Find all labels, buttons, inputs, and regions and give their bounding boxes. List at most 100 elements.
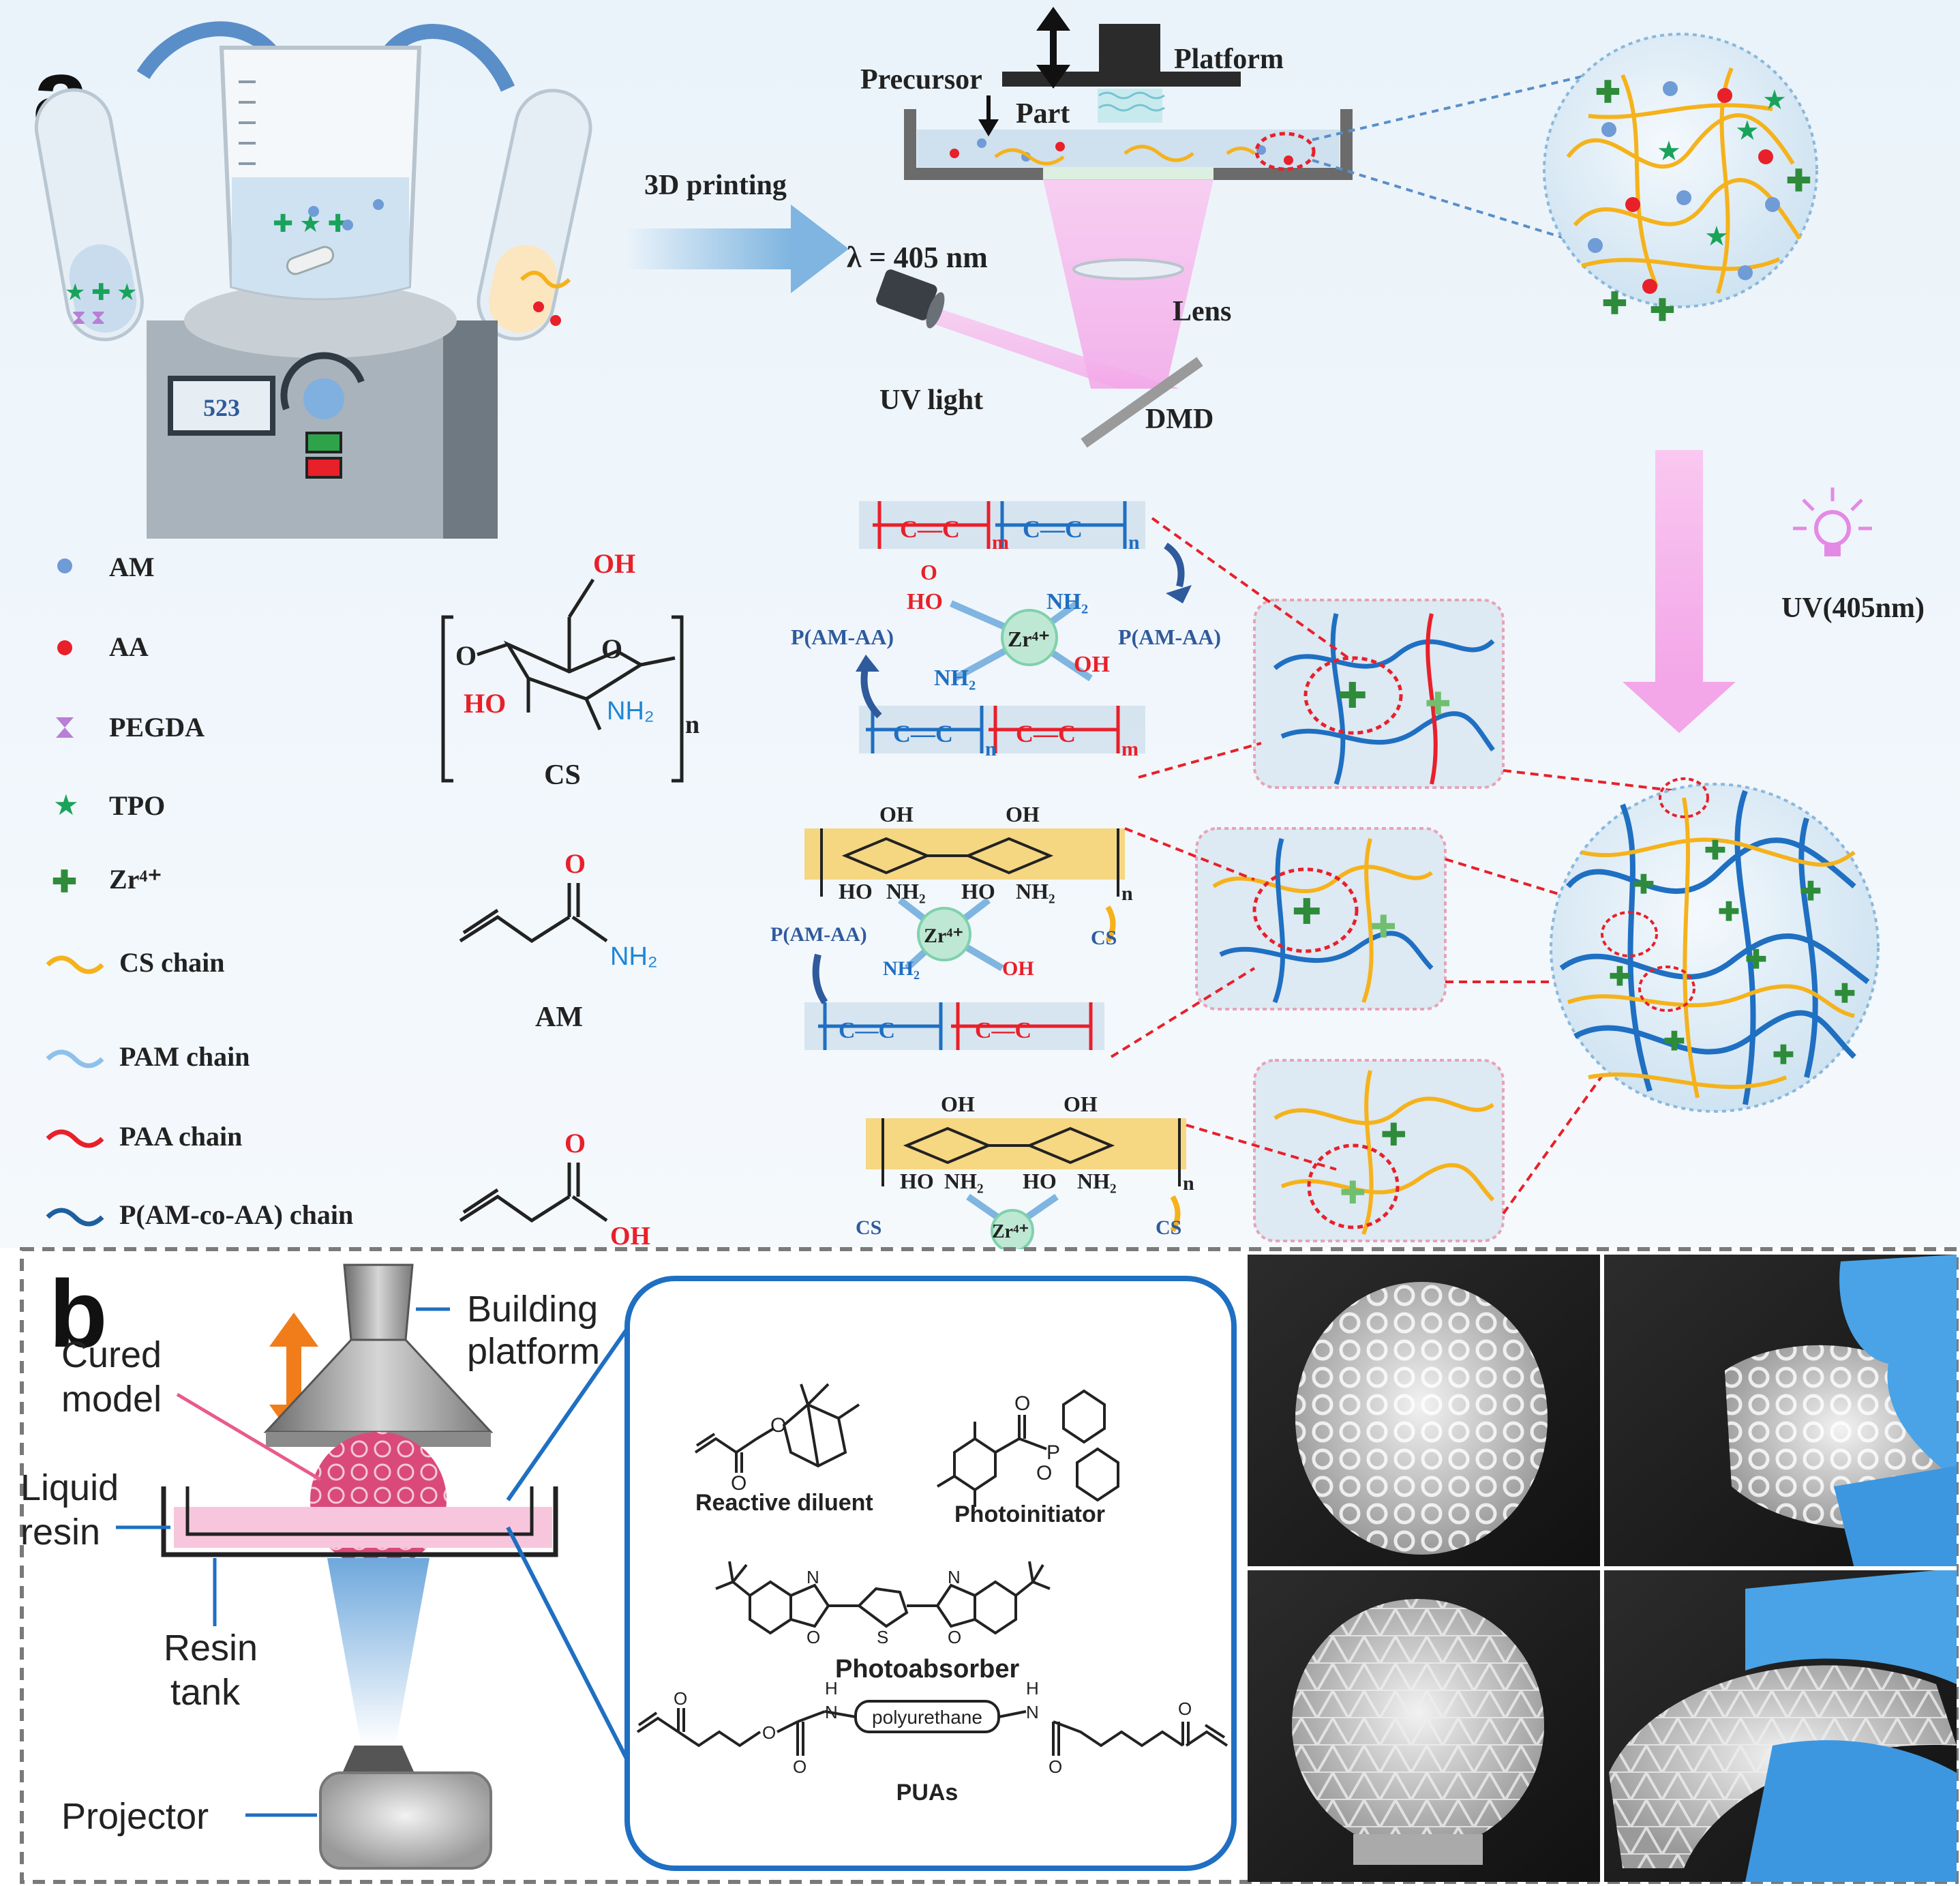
svg-text:★: ★ xyxy=(1762,85,1787,115)
legend-marker-zr: ✚ xyxy=(52,865,77,899)
mech1-cc-top-right: C—C xyxy=(1023,515,1083,543)
legend-label: PAM chain xyxy=(119,1041,250,1072)
label-reactive-diluent: Reactive diluent xyxy=(695,1490,873,1516)
mech3-nh2-left: NH₂ xyxy=(944,1169,984,1193)
printing-arrow-body xyxy=(627,228,791,269)
mech3-ho-left: HO xyxy=(900,1169,934,1193)
legend-label: PEGDA xyxy=(109,712,205,743)
am-name: AM xyxy=(535,1002,583,1033)
mech3-oh-right: OH xyxy=(1064,1092,1098,1116)
building-platform xyxy=(263,1263,494,1447)
pa-n-right: N xyxy=(948,1567,961,1587)
legend-label: AA xyxy=(109,631,149,662)
svg-text:★ ✚ ★: ★ ✚ ★ xyxy=(65,280,137,305)
label-tank: tank xyxy=(170,1672,241,1713)
photo-grid xyxy=(1248,1255,1957,1882)
mech3-n: n xyxy=(1183,1172,1194,1195)
printer-schematic xyxy=(876,7,1589,448)
svg-text:★: ★ xyxy=(1704,221,1729,252)
uv-arrow-head xyxy=(1623,682,1736,733)
label-uv-light: UV light xyxy=(879,385,983,416)
pa-o-right: O xyxy=(948,1627,961,1647)
pour-arrow-left xyxy=(136,21,283,80)
callout-line-bottom xyxy=(506,1526,643,1788)
rd-o-carbonyl: O xyxy=(731,1472,747,1495)
svg-text:✚: ✚ xyxy=(1745,946,1767,974)
svg-text:✚: ✚ xyxy=(1370,910,1397,944)
svg-text:⧗ ⧗: ⧗ ⧗ xyxy=(72,306,106,329)
label-lens: Lens xyxy=(1173,296,1231,327)
label-building: Building xyxy=(467,1289,598,1330)
network-circle: ✚✚✚ ✚✚✚ ✚✚✚ xyxy=(1550,777,1880,1113)
bulb-icon xyxy=(1793,488,1872,556)
precursor-zoom-circle: ★★★★ ✚✚✚✚ xyxy=(1543,33,1818,327)
svg-text:✚: ✚ xyxy=(1633,871,1655,899)
mech3-cs-right: CS xyxy=(1156,1216,1181,1239)
rd-o-ester: O xyxy=(770,1414,786,1437)
pi-o-1: O xyxy=(1014,1392,1030,1415)
legend-label: CS chain xyxy=(119,947,225,978)
label-3d-printing: 3D printing xyxy=(644,170,787,201)
label-uv-405: UV(405nm) xyxy=(1781,593,1925,624)
mech2-zr: Zr⁴⁺ xyxy=(924,925,963,947)
mech1-o-top: O xyxy=(920,560,937,584)
label-puas: PUAs xyxy=(896,1780,959,1806)
legend-marker-cs xyxy=(46,955,104,974)
pua-o-4: O xyxy=(1049,1756,1062,1777)
mech2-pamaa: P(AM-AA) xyxy=(770,923,867,946)
pa-o-left: O xyxy=(806,1627,820,1647)
label-resin: resin xyxy=(20,1512,100,1553)
svg-text:✚: ✚ xyxy=(1773,1041,1794,1070)
label-resin-2: Resin xyxy=(164,1628,258,1668)
svg-text:✚: ✚ xyxy=(1663,1028,1685,1056)
test-tube-left: ★ ✚ ★ ⧗ ⧗ xyxy=(34,88,144,342)
pua-h-right: H xyxy=(1026,1678,1039,1698)
svg-text:✚: ✚ xyxy=(1650,294,1675,327)
mech3-nh2-right: NH₂ xyxy=(1077,1169,1117,1193)
legend: AM AA PEGDA ★ TPO ✚ Zr⁴⁺ CS chain PAM ch… xyxy=(46,552,353,1230)
label-projector: Projector xyxy=(61,1796,209,1837)
pa-n-left: N xyxy=(806,1567,819,1587)
label-precursor: Precursor xyxy=(860,64,982,95)
mech1-cc-bottom-right: C—C xyxy=(1016,720,1076,747)
am-nh2: NH₂ xyxy=(610,942,658,971)
svg-text:★: ★ xyxy=(1735,115,1760,146)
legend-label: Zr⁴⁺ xyxy=(109,864,162,895)
mech2-oh-bottom: OH xyxy=(1002,957,1034,980)
svg-text:✚: ✚ xyxy=(1381,1118,1407,1152)
svg-text:✚: ✚ xyxy=(1786,164,1811,198)
pua-o-3: O xyxy=(793,1756,806,1777)
legend-label: PAA chain xyxy=(119,1121,242,1152)
printing-arrow-head xyxy=(791,205,849,293)
label-part: Part xyxy=(1016,98,1070,130)
label-dmd: DMD xyxy=(1145,404,1213,435)
mech2-ho-right: HO xyxy=(961,879,995,903)
mech1-oh: OH xyxy=(1074,652,1110,677)
mech1-nh2-bottom: NH₂ xyxy=(934,665,976,691)
label-cured: Cured xyxy=(61,1334,162,1375)
legend-marker-paa xyxy=(46,1129,104,1148)
label-polyurethane: polyurethane xyxy=(872,1707,982,1728)
mech2-ho-left: HO xyxy=(839,879,873,903)
mech3-zr: Zr⁴⁺ xyxy=(992,1221,1029,1242)
projector-beam xyxy=(327,1558,429,1746)
mechanism-1 xyxy=(856,501,1192,753)
mechanism-2 xyxy=(804,828,1125,1050)
pua-o-5: O xyxy=(1178,1698,1192,1719)
mech2-nh2-right: NH₂ xyxy=(1016,879,1055,903)
legend-label: AM xyxy=(109,552,155,582)
pua-n-left: N xyxy=(825,1702,838,1722)
pua-n-right: N xyxy=(1026,1702,1039,1722)
legend-marker-tpo: ★ xyxy=(53,790,79,822)
mech2-oh-right: OH xyxy=(1006,802,1040,826)
resin-tank xyxy=(161,1486,558,1557)
mech1-nh2-top: NH₂ xyxy=(1046,589,1088,614)
mech1-cc-bottom-left: C—C xyxy=(893,720,953,747)
cs-oh: OH xyxy=(593,548,635,579)
uv-arrow-body xyxy=(1655,450,1703,682)
legend-label: P(AM-co-AA) chain xyxy=(119,1199,353,1230)
legend-marker-aa xyxy=(57,640,72,655)
svg-text:✚: ✚ xyxy=(1800,878,1822,906)
